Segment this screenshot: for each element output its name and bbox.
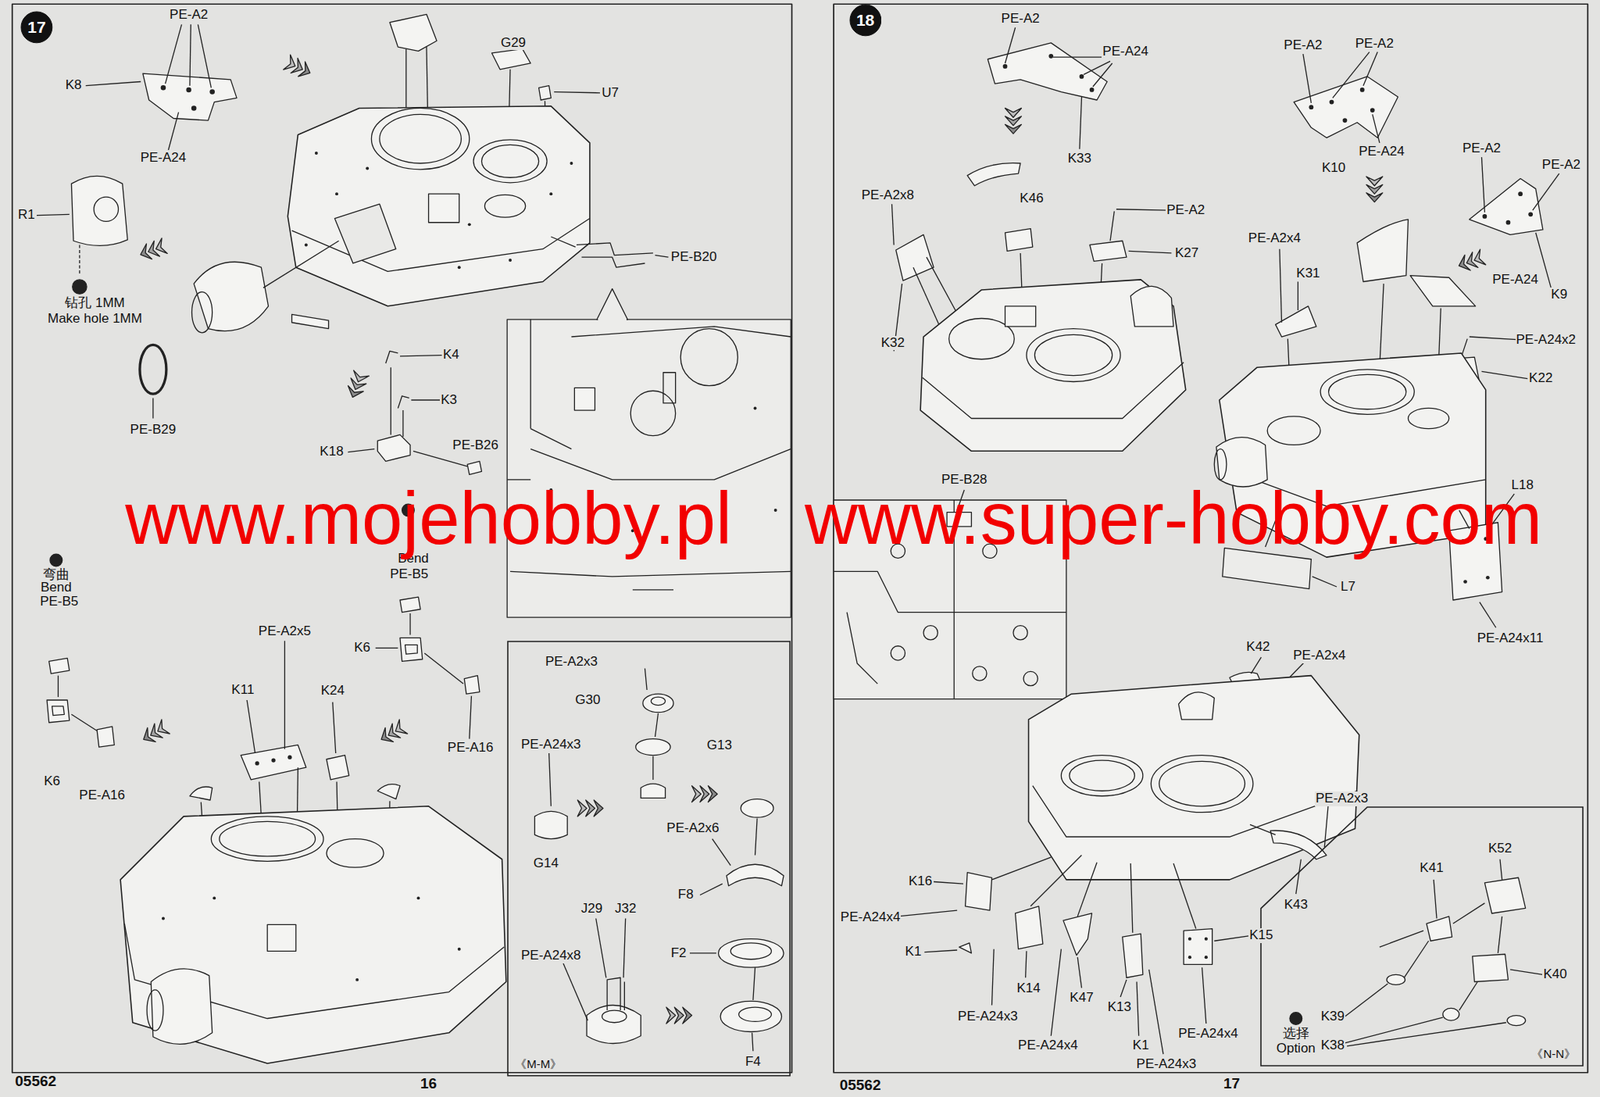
part-callout: G14 — [532, 856, 560, 872]
part-callout: Bend — [396, 551, 430, 567]
part-callout: K6 — [42, 774, 61, 790]
part-callout: K14 — [1015, 981, 1041, 997]
part-callout: K40 — [1542, 967, 1568, 983]
part-callout: PE-A2x8 — [860, 188, 915, 204]
part-callout: PE-A2x6 — [665, 821, 720, 836]
part-callout: PE-A2 — [1354, 36, 1395, 52]
part-callout: PE-A2 — [1541, 157, 1582, 173]
part-callout: K43 — [1283, 897, 1309, 913]
part-callout: K15 — [1248, 928, 1274, 943]
section-label: 《M-M》 — [514, 1057, 562, 1072]
part-callout: K31 — [1295, 266, 1321, 282]
part-callout: PE-A24 — [1101, 44, 1150, 60]
part-callout: Bend — [39, 580, 73, 596]
part-callout: PE-B5 — [39, 594, 79, 610]
part-callout: PE-A24x4 — [1177, 1026, 1240, 1042]
part-callout: F8 — [677, 887, 695, 903]
part-callout: K11 — [230, 682, 255, 698]
part-callout: PE-A2 — [1000, 11, 1041, 27]
part-callout: K13 — [1107, 1000, 1133, 1015]
part-callout: K27 — [1174, 246, 1200, 261]
step-number-text: 18 — [856, 10, 875, 30]
part-callout: PE-A2 — [1165, 203, 1206, 218]
part-callout: K4 — [442, 347, 461, 363]
part-callout: K1 — [904, 944, 923, 960]
part-callout: K32 — [880, 335, 906, 351]
step-number: 18 — [849, 3, 883, 37]
part-callout: Make hole 1MM — [46, 311, 143, 327]
part-callout: K8 — [64, 78, 83, 93]
part-callout: K10 — [1321, 160, 1347, 176]
step-number: 17 — [20, 10, 54, 44]
part-callout: PE-A2x3 — [1314, 791, 1369, 807]
part-callout: K18 — [318, 444, 344, 460]
part-callout: PE-A24x4 — [1017, 1038, 1079, 1054]
part-callout: PE-A24x3 — [520, 737, 583, 753]
part-callout: PE-A2 — [1461, 141, 1502, 157]
part-callout: PE-A24x4 — [839, 910, 902, 925]
part-callout: R1 — [17, 207, 36, 223]
part-callout: K52 — [1487, 841, 1513, 857]
part-callout: PE-A24x2 — [1515, 332, 1578, 348]
part-callout: J32 — [614, 901, 637, 917]
page-number: 16 — [419, 1075, 438, 1093]
part-callout: PE-A2x5 — [257, 624, 312, 640]
part-callout: K3 — [439, 392, 458, 408]
part-callout: PE-A2 — [168, 7, 209, 23]
part-callout: K9 — [1550, 287, 1568, 303]
part-callout: PE-A16 — [446, 740, 495, 756]
part-callout: PE-A24 — [139, 150, 188, 166]
part-callout: K16 — [907, 874, 933, 890]
part-callout: PE-A16 — [78, 788, 126, 804]
watermark: www.mojehobby.pl — [125, 483, 733, 554]
part-callout: PE-A24x11 — [1476, 631, 1545, 647]
part-callout: PE-A24x3 — [957, 1009, 1019, 1025]
part-callout: J29 — [580, 901, 604, 917]
page-number: 05562 — [839, 1077, 883, 1094]
part-callout: PE-B29 — [129, 422, 178, 438]
part-callout: K46 — [1018, 191, 1044, 207]
part-callout: PE-B5 — [389, 567, 429, 583]
part-callout: F4 — [744, 1054, 762, 1070]
part-callout: K42 — [1245, 639, 1271, 655]
part-callout: 钻孔 1MM — [64, 296, 126, 311]
step-number-text: 17 — [27, 17, 46, 37]
part-callout: K6 — [353, 640, 372, 656]
part-callout: K24 — [320, 683, 346, 699]
watermark: www.super-hobby.com — [804, 483, 1543, 554]
part-callout: K38 — [1320, 1038, 1346, 1054]
page-number: 17 — [1222, 1075, 1241, 1093]
part-callout: L7 — [1339, 579, 1357, 595]
part-callout: G13 — [706, 738, 733, 754]
part-callout: G30 — [574, 692, 601, 708]
part-callout: K47 — [1068, 990, 1094, 1006]
part-callout: K22 — [1528, 371, 1554, 386]
part-callout: K41 — [1418, 860, 1444, 876]
part-callout: U7 — [600, 85, 620, 101]
part-callout: PE-B26 — [451, 438, 500, 454]
page-number: 05562 — [14, 1073, 58, 1090]
section-label: 《N-N》 — [1531, 1046, 1576, 1062]
part-callout: G29 — [500, 35, 527, 51]
part-callout: PE-A24x3 — [1135, 1057, 1198, 1072]
part-callout: PE-A24 — [1491, 272, 1540, 288]
part-callout: Option — [1275, 1041, 1317, 1057]
part-callout: 选择 — [1282, 1026, 1311, 1042]
part-callout: K33 — [1067, 151, 1093, 167]
part-callout: PE-A2x4 — [1292, 648, 1347, 664]
part-callout: PE-A24 — [1357, 144, 1406, 160]
part-callout: PE-A2x4 — [1247, 231, 1302, 247]
part-callout: K1 — [1132, 1038, 1150, 1054]
part-callout: PE-B20 — [670, 250, 718, 265]
part-callout: PE-A2 — [1282, 38, 1323, 54]
part-callout: PE-A2x3 — [544, 654, 599, 670]
part-callout: F2 — [670, 946, 688, 961]
part-callout: PE-A24x8 — [520, 948, 583, 964]
part-callout: K39 — [1320, 1009, 1346, 1025]
